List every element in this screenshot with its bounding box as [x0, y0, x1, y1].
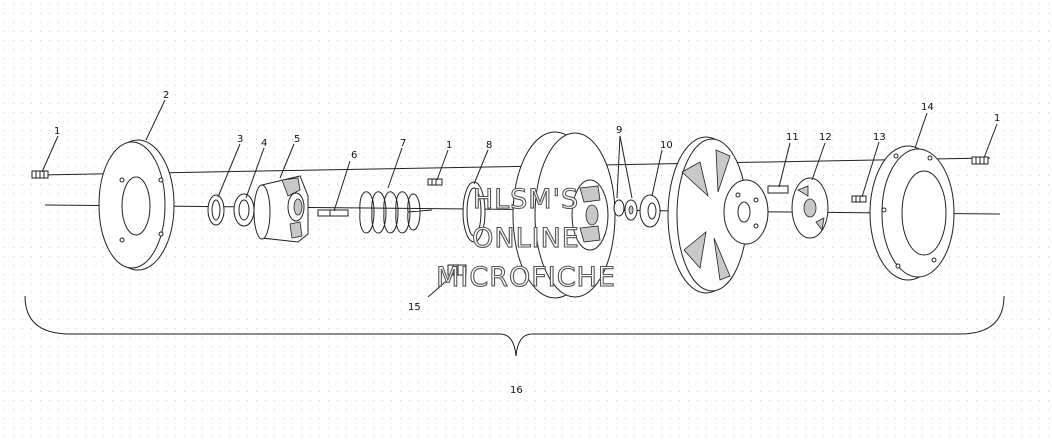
bushing-part-10 [639, 194, 661, 228]
leader-lines [41, 99, 998, 298]
callout-3: 3 [237, 134, 243, 145]
callout-16: 16 [510, 385, 523, 396]
callout-labels: 1 2 3 4 5 6 7 1 8 9 10 11 12 13 14 1 15 … [54, 90, 1000, 396]
bolt-part-13 [851, 195, 867, 203]
callout-6: 6 [351, 150, 357, 161]
spring-part-7 [359, 191, 433, 234]
cover-part-14 [869, 145, 955, 281]
callout-1-middle: 1 [446, 140, 452, 151]
fixed-sheave-finned [667, 136, 769, 294]
callout-8: 8 [486, 140, 492, 151]
callout-1-right: 1 [994, 113, 1000, 124]
watermark-line-2: ONLINE [472, 223, 580, 254]
washer-part-4 [233, 193, 255, 227]
assembly-bracket [24, 295, 1005, 357]
moveable-sheave [512, 131, 616, 299]
callout-15: 15 [408, 302, 421, 313]
spider-part-12 [791, 177, 829, 239]
watermark-line-3: MICROFICHE [436, 262, 616, 293]
watermark-line-1: HLSM'S [473, 184, 579, 215]
pin-part-6 [317, 209, 349, 217]
washers-part-9 [613, 199, 638, 221]
snap-ring-part-3 [207, 194, 225, 226]
callout-2: 2 [163, 90, 169, 101]
watermark: HLSM'S ONLINE MICROFICHE [436, 183, 616, 293]
centerline-upper [39, 157, 991, 176]
ring-part-8 [462, 181, 486, 243]
callout-10: 10 [660, 140, 673, 151]
callout-1-left: 1 [54, 126, 60, 137]
cam-part-5 [253, 175, 309, 243]
callout-5: 5 [294, 134, 300, 145]
callout-14: 14 [921, 102, 934, 113]
bolt-part-1-right [971, 156, 989, 165]
callout-7: 7 [400, 138, 406, 149]
bolt-part-1-middle [427, 178, 443, 186]
callout-9: 9 [616, 125, 622, 136]
callout-13: 13 [873, 132, 886, 143]
bolt-part-15 [447, 264, 467, 276]
callout-12: 12 [819, 132, 832, 143]
bolt-part-1-left [31, 170, 49, 179]
roller-pin-part-11 [767, 185, 789, 194]
cover-plate-part-2 [98, 139, 175, 271]
callout-11: 11 [786, 132, 799, 143]
callout-4: 4 [261, 138, 267, 149]
